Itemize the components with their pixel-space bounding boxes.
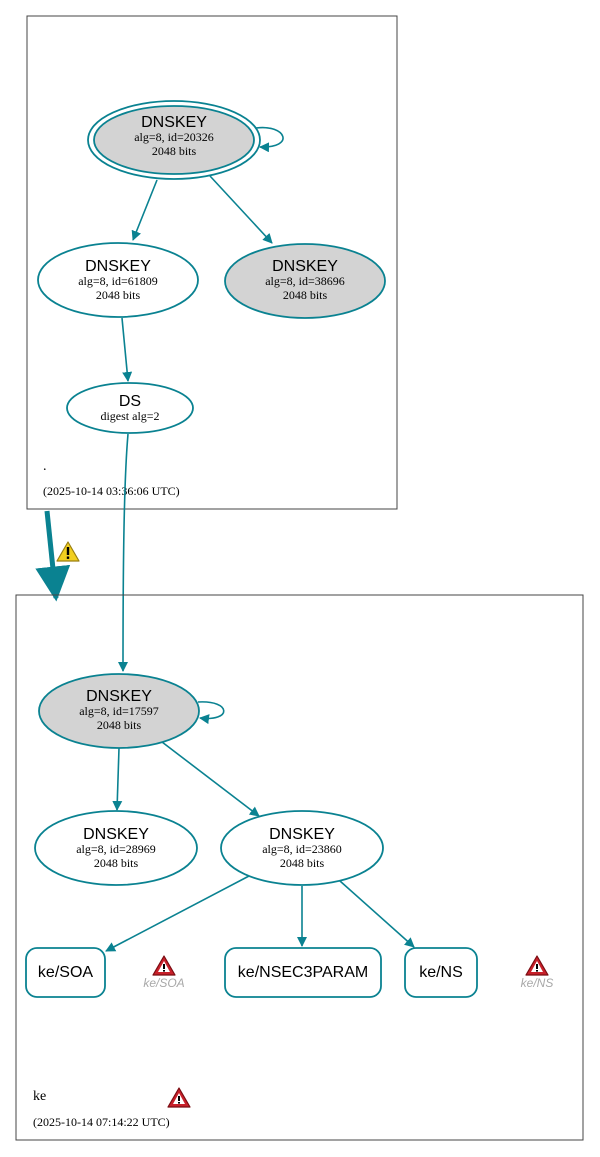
ke-zone-border [15,594,584,1141]
ke-ksk-bits: 2048 bits [97,718,142,732]
root-zsk-bits: 2048 bits [96,288,141,302]
edge-ke-ksk-self [197,701,225,725]
root-key-38696-type: DNSKEY [272,258,338,275]
edge-zsk-to-ns [339,880,415,948]
ke-zone-warning-icon[interactable] [167,1087,191,1108]
root-key-38696-bits: 2048 bits [283,288,328,302]
rrset-ns[interactable]: ke/NS [404,947,478,998]
ke-key-28969-bits: 2048 bits [94,856,139,870]
edge-ke-ksk-to-28969 [112,747,123,811]
root-zone-border [26,15,398,510]
root-zone-name: . [43,459,47,474]
root-ksk-node[interactable]: DNSKEY alg=8, id=20326 2048 bits [87,100,261,180]
soa-warning[interactable]: ke/SOA [143,955,185,990]
edge-ksk-self [255,126,284,153]
soa-warning-label: ke/SOA [143,976,184,990]
delegation-warning-icon[interactable] [56,541,80,562]
root-zsk-type: DNSKEY [85,258,151,275]
ns-warning-label: ke/NS [521,976,554,990]
root-zsk-detail: alg=8, id=61809 [78,274,158,288]
rrset-soa[interactable]: ke/SOA [25,947,106,998]
ns-warning-icon [525,955,549,976]
ke-zone-timestamp: (2025-10-14 07:14:22 UTC) [33,1115,170,1129]
ke-ksk-detail: alg=8, id=17597 [79,704,159,718]
ke-ksk-node[interactable]: DNSKEY alg=8, id=17597 2048 bits [38,673,200,749]
rrset-nsec3param[interactable]: ke/NSEC3PARAM [224,947,382,998]
ke-ksk-type: DNSKEY [86,688,152,705]
root-ksk-detail: alg=8, id=20326 [134,130,214,144]
ke-zsk-type: DNSKEY [269,826,335,843]
edge-ksk-to-zsk [131,179,158,241]
edge-ds-to-ke-ksk [118,433,129,672]
delegation [35,510,80,602]
ke-zsk-detail: alg=8, id=23860 [262,842,342,856]
rrset-ns-label: ke/NS [419,964,463,981]
ke-zsk-node[interactable]: DNSKEY alg=8, id=23860 2048 bits [220,810,384,886]
edge-ksk-to-38696 [209,175,273,244]
root-ksk-bits: 2048 bits [152,144,197,158]
root-key-38696-node[interactable]: DNSKEY alg=8, id=38696 2048 bits [224,243,386,319]
edge-zsk-to-soa [105,875,250,952]
root-zsk-node[interactable]: DNSKEY alg=8, id=61809 2048 bits [37,242,199,318]
ke-key-28969-type: DNSKEY [83,826,149,843]
soa-warning-icon [152,955,176,976]
rrset-nsec3param-label: ke/NSEC3PARAM [238,964,368,981]
edge-zsk-to-ds [121,317,133,382]
root-ds-detail: digest alg=2 [100,409,159,423]
ns-warning[interactable]: ke/NS [521,955,554,990]
root-key-38696-detail: alg=8, id=38696 [265,274,345,288]
root-zone: DNSKEY alg=8, id=20326 2048 bits DNSKEY … [26,15,398,510]
root-ds-type: DS [119,393,141,410]
ke-key-28969-node[interactable]: DNSKEY alg=8, id=28969 2048 bits [34,810,198,886]
root-ksk-type: DNSKEY [141,114,207,131]
ke-zone-name: ke [33,1089,46,1104]
delegation-arrow [35,510,71,602]
ke-key-28969-detail: alg=8, id=28969 [76,842,156,856]
ke-zsk-bits: 2048 bits [280,856,325,870]
edge-ke-ksk-to-23860 [161,741,260,817]
root-ds-node[interactable]: DS digest alg=2 [66,382,194,434]
root-zone-timestamp: (2025-10-14 03:36:06 UTC) [43,484,180,498]
rrset-soa-label: ke/SOA [38,964,93,981]
ke-zone: DNSKEY alg=8, id=17597 2048 bits DNSKEY … [15,594,584,1141]
